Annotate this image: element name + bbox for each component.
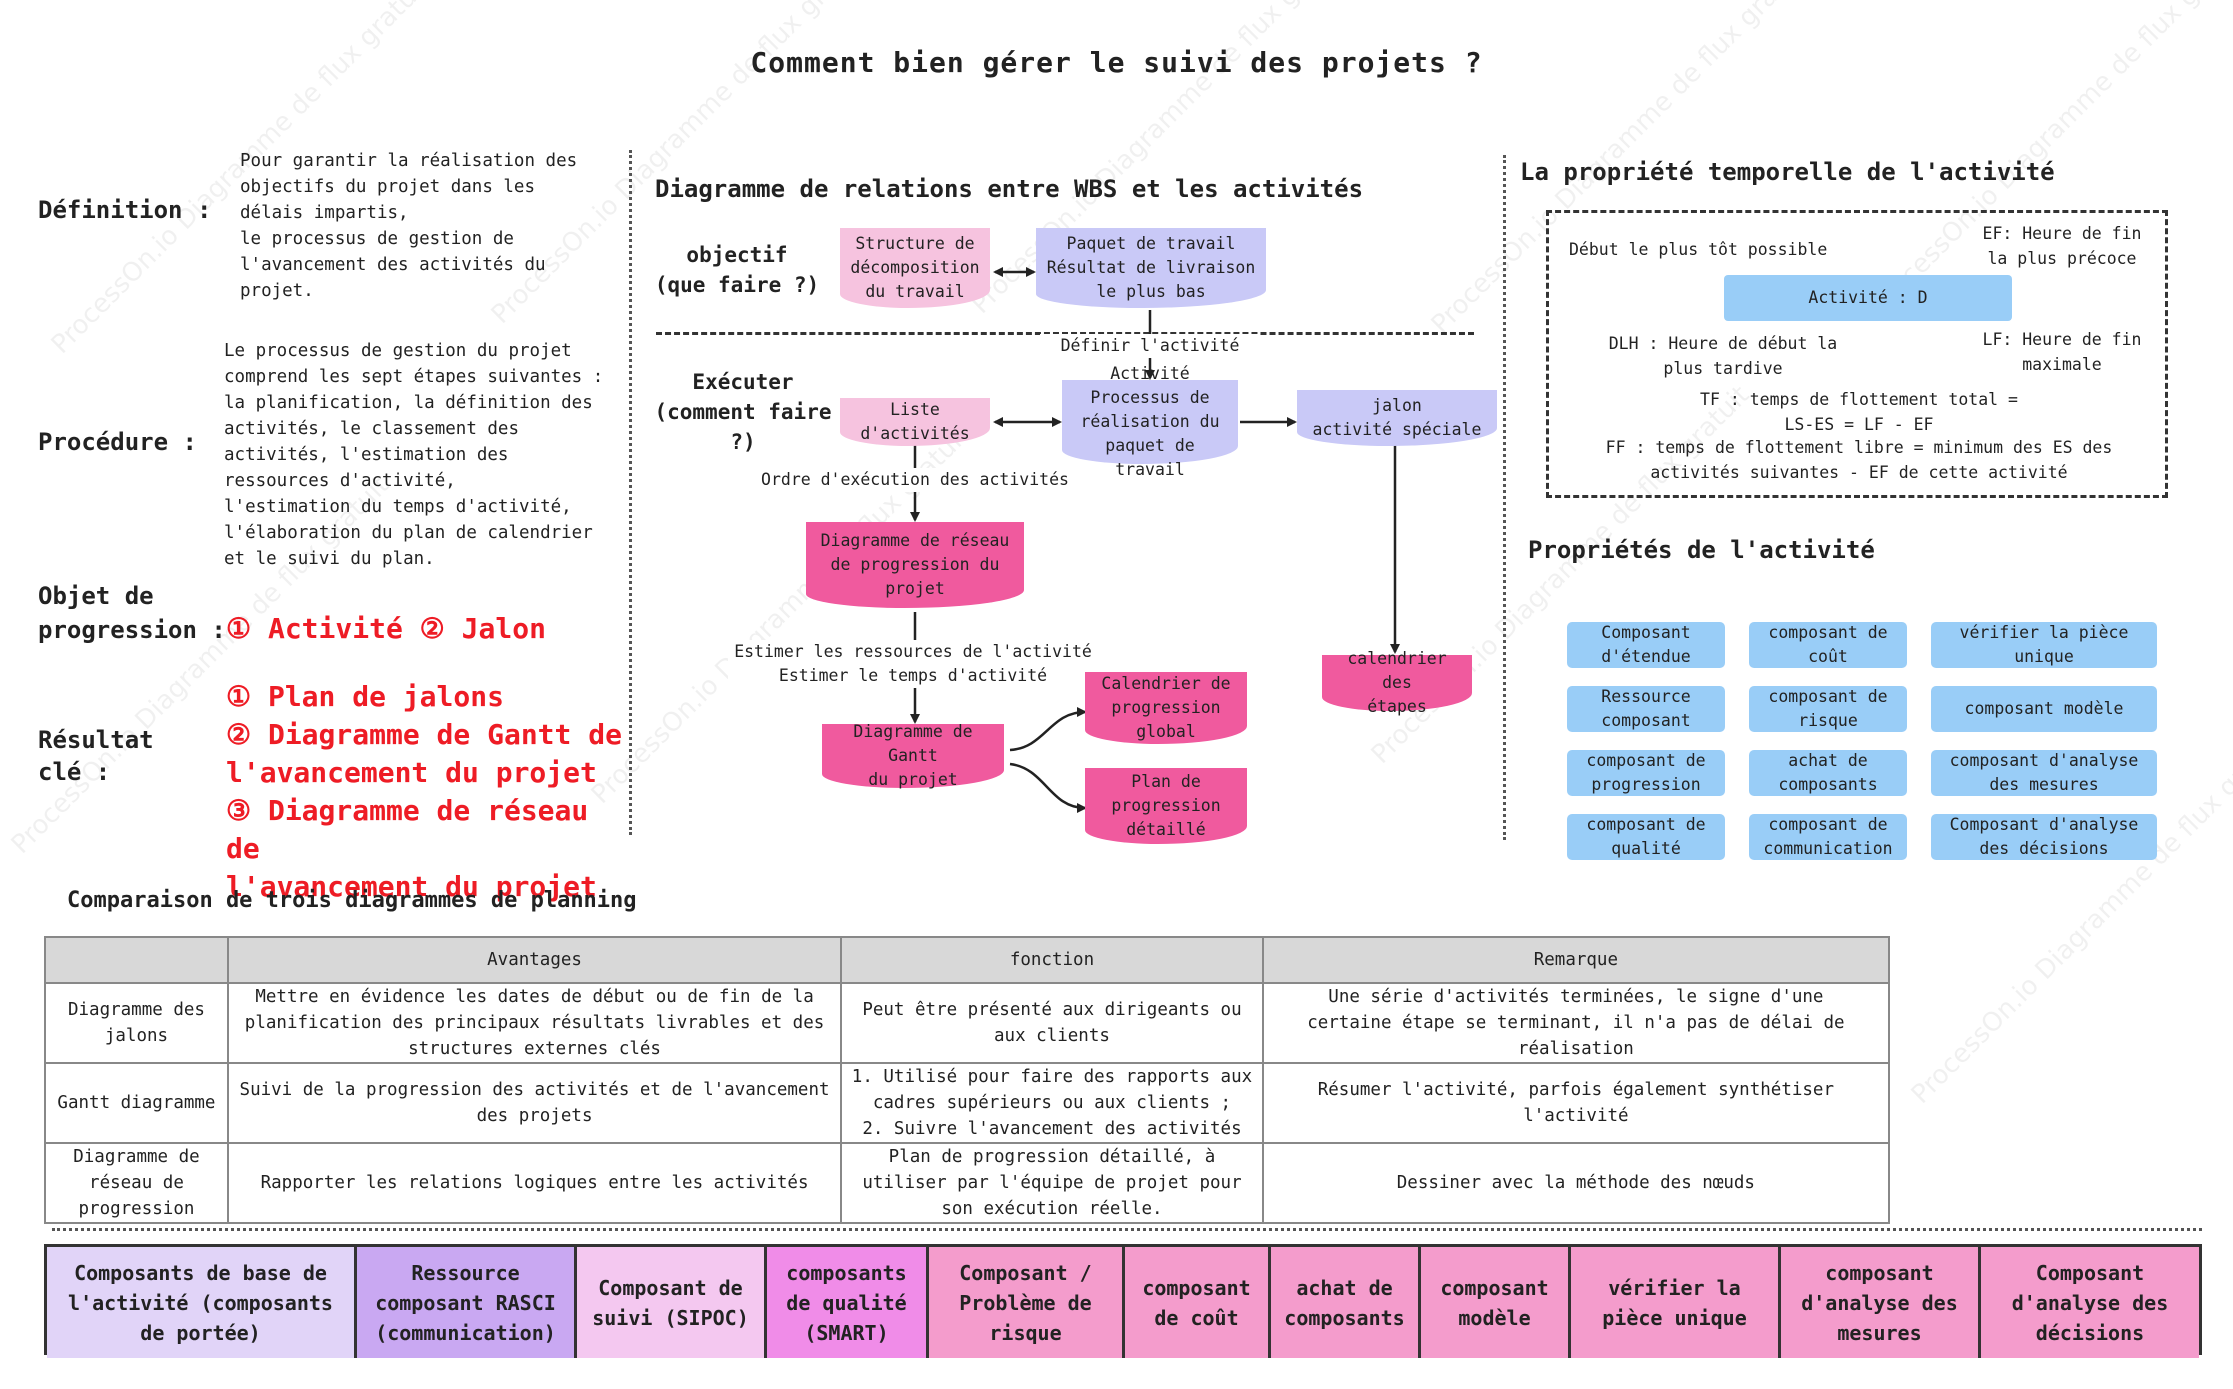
paquet-node[interactable]: Paquet de travail Résultat de livraison …: [1036, 228, 1266, 308]
bar-cell[interactable]: Composant d'analyse des décisions: [1981, 1247, 2199, 1358]
calendrier-etapes-node[interactable]: calendrier des étapes: [1322, 649, 1472, 716]
objet-label: Objet de: [38, 582, 154, 610]
table-cell: Gantt diagramme: [44, 1062, 229, 1144]
edge-label-estimer: Estimer les ressources de l'activité Est…: [728, 640, 1098, 688]
prop-chip[interactable]: Composant d'analyse des décisions: [1931, 814, 2157, 860]
phase-divider: [656, 332, 1474, 335]
objet-value: ① Activité ② Jalon: [226, 612, 546, 645]
resultat-item: ① Plan de jalons: [226, 680, 504, 713]
bar-cell[interactable]: composant d'analyse des mesures: [1781, 1247, 1981, 1358]
gantt-node[interactable]: Diagramme de Gantt du projet: [822, 722, 1004, 789]
bar-cell[interactable]: composant de coût: [1125, 1247, 1271, 1358]
tf-text: TF : temps de flottement total = LS-ES =…: [1700, 390, 2018, 434]
objet-label-2: progression :: [38, 616, 226, 644]
resultat-label: Résultat: [38, 726, 154, 754]
temporal-title: La propriété temporelle de l'activité: [1520, 158, 2055, 186]
bar-cell[interactable]: Ressource composant RASCI (communication…: [357, 1247, 577, 1358]
prop-chip[interactable]: composant de progression: [1567, 750, 1725, 796]
bar-cell[interactable]: achat de composants: [1271, 1247, 1421, 1358]
bar-cell[interactable]: Composants de base de l'activité (compos…: [47, 1247, 357, 1358]
prop-chip[interactable]: Composant d'étendue: [1567, 622, 1725, 668]
resultat-item: ③ Diagramme de réseau de: [226, 794, 589, 865]
table-cell: Dessiner avec la méthode des nœuds: [1261, 1142, 1891, 1224]
prop-chip[interactable]: composant de qualité: [1567, 814, 1725, 860]
table-cell: Mettre en évidence les dates de début ou…: [226, 982, 843, 1064]
prop-chip[interactable]: composant de communication: [1749, 814, 1907, 860]
props-grid: Composant d'étendue composant de coût vé…: [1567, 622, 2157, 862]
debut-tot-text: Début le plus tôt possible: [1569, 240, 1828, 259]
bottom-separator: [52, 1228, 2202, 1231]
reseau-node[interactable]: Diagramme de réseau de progression du pr…: [806, 522, 1024, 608]
edge-gantt-detail: [1009, 762, 1087, 813]
procedure-label: Procédure :: [38, 428, 197, 456]
calendrier-global-node[interactable]: Calendrier de progression global: [1085, 672, 1247, 744]
table-cell: Peut être présenté aux dirigeants ou aux…: [840, 982, 1264, 1064]
lf-text: LF: Heure de fin maximale: [1982, 330, 2142, 374]
table-cell: Diagramme des jalons: [44, 982, 229, 1064]
resultat-list: ① Plan de jalons ② Diagramme de Gantt de…: [226, 678, 636, 906]
bar-cell[interactable]: vérifier la pièce unique: [1571, 1247, 1781, 1358]
resultat-item: l'avancement du projet: [226, 756, 597, 789]
ef-text: EF: Heure de fin la plus précoce: [1982, 224, 2142, 268]
separator-left: [629, 150, 632, 835]
bar-cell[interactable]: Composant / Problème de risque: [929, 1247, 1125, 1358]
plan-detaille-node[interactable]: Plan de progression détaillé: [1085, 768, 1247, 844]
comparison-title: Comparaison de trois diagrammes de plann…: [67, 888, 637, 913]
table-cell: Une série d'activités terminées, le sign…: [1261, 982, 1891, 1064]
bar-cell[interactable]: Composant de suivi (SIPOC): [577, 1247, 767, 1358]
table-cell: Rapporter les relations logiques entre l…: [226, 1142, 843, 1224]
resultat-item: ② Diagramme de Gantt de: [226, 718, 622, 751]
prop-chip[interactable]: vérifier la pièce unique: [1931, 622, 2157, 668]
procedure-text: Le processus de gestion du projet compre…: [224, 341, 604, 569]
table-cell: Résumer l'activité, parfois également sy…: [1261, 1062, 1891, 1144]
definition-text: Pour garantir la réalisation des objecti…: [240, 151, 578, 301]
table-row: Diagramme des jalons Mettre en évidence …: [44, 982, 1891, 1064]
table-cell: Plan de progression détaillé, à utiliser…: [840, 1142, 1264, 1224]
prop-chip[interactable]: composant d'analyse des mesures: [1931, 750, 2157, 796]
resultat-label-2: clé :: [38, 758, 111, 786]
wbs-diagram-title: Diagramme de relations entre WBS et les …: [655, 175, 1364, 203]
page-title: Comment bien gérer le suivi des projets …: [750, 46, 1483, 79]
prop-chip[interactable]: composant de risque: [1749, 686, 1907, 732]
prop-chip[interactable]: composant de coût: [1749, 622, 1907, 668]
separator-right: [1503, 155, 1506, 840]
temporal-box: Début le plus tôt possible EF: Heure de …: [1546, 210, 2168, 498]
executer-label: Exécuter (comment faire ?): [654, 370, 832, 454]
bar-cell[interactable]: composants de qualité (SMART): [767, 1247, 929, 1358]
resultat-item: l'avancement du projet: [226, 870, 597, 903]
edge-gantt-global: [1009, 707, 1087, 752]
table-header-cell: Remarque: [1261, 936, 1891, 984]
table-cell: Diagramme de réseau de progression: [44, 1142, 229, 1224]
table-header-row: Avantages fonction Remarque: [44, 936, 1891, 984]
prop-chip[interactable]: composant modèle: [1931, 686, 2157, 732]
table-header-cell: [44, 936, 229, 984]
ff-text: FF : temps de flottement libre = minimum…: [1605, 438, 2113, 482]
table-cell: Suivi de la progression des activités et…: [226, 1062, 843, 1144]
table-header-cell: fonction: [840, 936, 1264, 984]
table-row: Diagramme de réseau de progression Rappo…: [44, 1142, 1891, 1224]
jalon-node[interactable]: jalon activité spéciale: [1297, 390, 1497, 446]
wbs-node[interactable]: Structure de décomposition du travail: [840, 228, 990, 308]
activite-d-box[interactable]: Activité : D: [1724, 275, 2012, 321]
edge-label-ordre: Ordre d'exécution des activités: [745, 468, 1085, 492]
table-row: Gantt diagramme Suivi de la progression …: [44, 1062, 1891, 1144]
liste-node[interactable]: Liste d'activités: [840, 398, 990, 446]
prop-chip[interactable]: achat de composants: [1749, 750, 1907, 796]
dlh-text: DLH : Heure de début la plus tardive: [1608, 334, 1838, 378]
props-title: Propriétés de l'activité: [1528, 536, 1875, 564]
prop-chip[interactable]: Ressource composant: [1567, 686, 1725, 732]
bar-cell[interactable]: composant modèle: [1421, 1247, 1571, 1358]
components-bar: Composants de base de l'activité (compos…: [44, 1244, 2202, 1358]
definition-label: Définition :: [38, 196, 212, 224]
comparison-table: Avantages fonction Remarque Diagramme de…: [44, 936, 1891, 1224]
edge-label-definir: Définir l'activité: [1040, 334, 1260, 358]
table-header-cell: Avantages: [226, 936, 843, 984]
table-cell: 1. Utilisé pour faire des rapports aux c…: [840, 1062, 1264, 1144]
activite-node[interactable]: Activité Processus de réalisation du paq…: [1062, 364, 1238, 479]
objectif-label: objectif (que faire ?): [654, 243, 820, 297]
